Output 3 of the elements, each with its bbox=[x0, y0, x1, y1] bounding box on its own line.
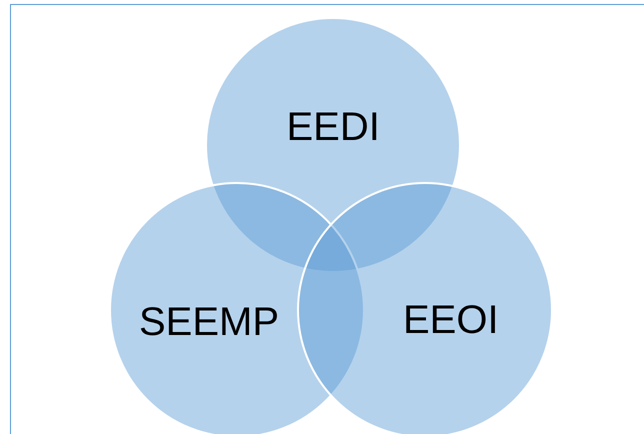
circle-label: EEOI bbox=[403, 300, 499, 340]
circle-label: SEEMP bbox=[139, 302, 280, 342]
circle-label: EEDI bbox=[286, 107, 380, 147]
